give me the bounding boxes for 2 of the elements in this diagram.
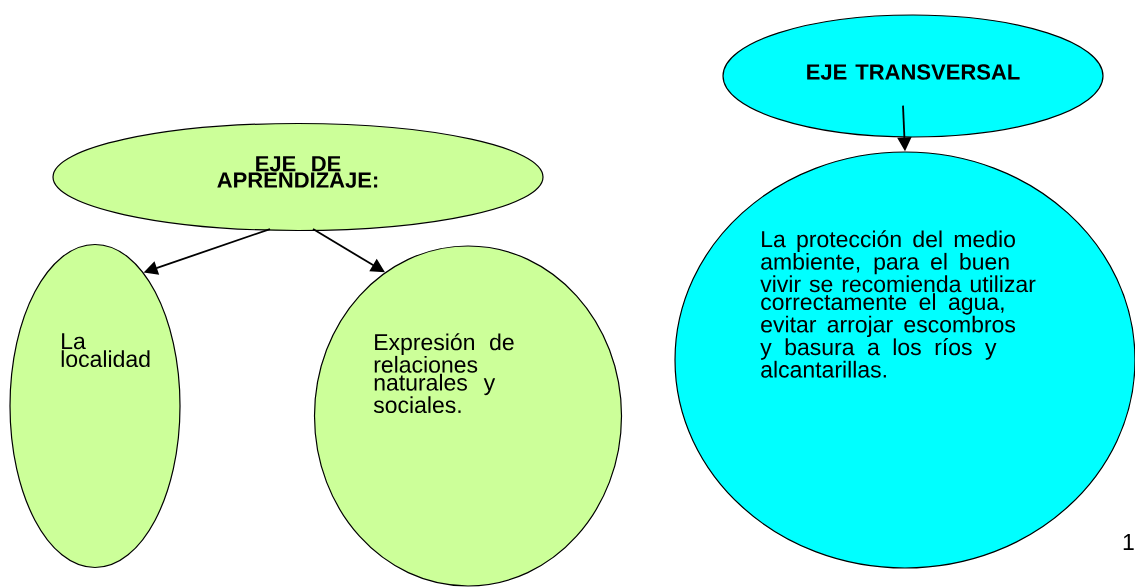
arrow bbox=[312, 228, 385, 273]
page-number: 1 bbox=[1123, 534, 1134, 550]
